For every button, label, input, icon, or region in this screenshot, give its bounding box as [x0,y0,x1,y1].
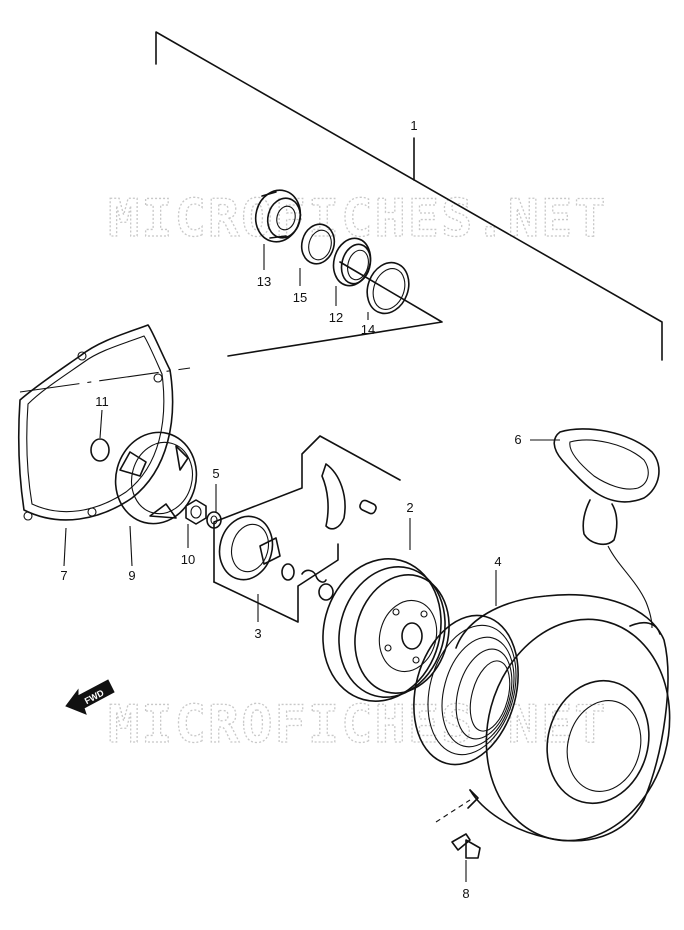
callout-6: 6 [514,432,521,447]
starter-handle [553,428,660,629]
callout-11: 11 [95,394,109,409]
pawl-drive [114,431,198,525]
fwd-arrow-icon: FWD [65,679,115,715]
callout-10: 10 [181,552,195,567]
ring [332,237,372,287]
callout-4: 4 [494,554,501,569]
callout-1: 1 [410,118,417,133]
leader-lines [63,244,560,882]
callout-8: 8 [462,886,469,901]
starter-case [455,594,671,842]
callout-2: 2 [406,500,413,515]
bolt [435,799,481,859]
callout-9: 9 [128,568,135,583]
nut [185,499,207,525]
spacer [300,223,336,265]
callout-13: 13 [257,274,271,289]
callout-7: 7 [60,568,67,583]
callout-14: 14 [361,322,375,337]
callout-12: 12 [329,310,343,325]
watermark-bottom: MICROFICHES.NET [108,695,608,755]
gasket-ring [366,261,410,315]
pawl-set [213,435,401,623]
watermark-top: MICROFICHES.NET [108,189,608,249]
recoil-spring [413,614,519,766]
assembly-bracket [19,31,663,393]
callout-labels: 1 2 3 4 5 6 7 8 9 10 11 12 13 14 15 [60,118,521,901]
bearing [254,189,302,243]
callout-5: 5 [212,466,219,481]
callout-15: 15 [293,290,307,305]
cover-gasket [18,324,174,521]
callout-3: 3 [254,626,261,641]
starter-reel [322,558,450,702]
